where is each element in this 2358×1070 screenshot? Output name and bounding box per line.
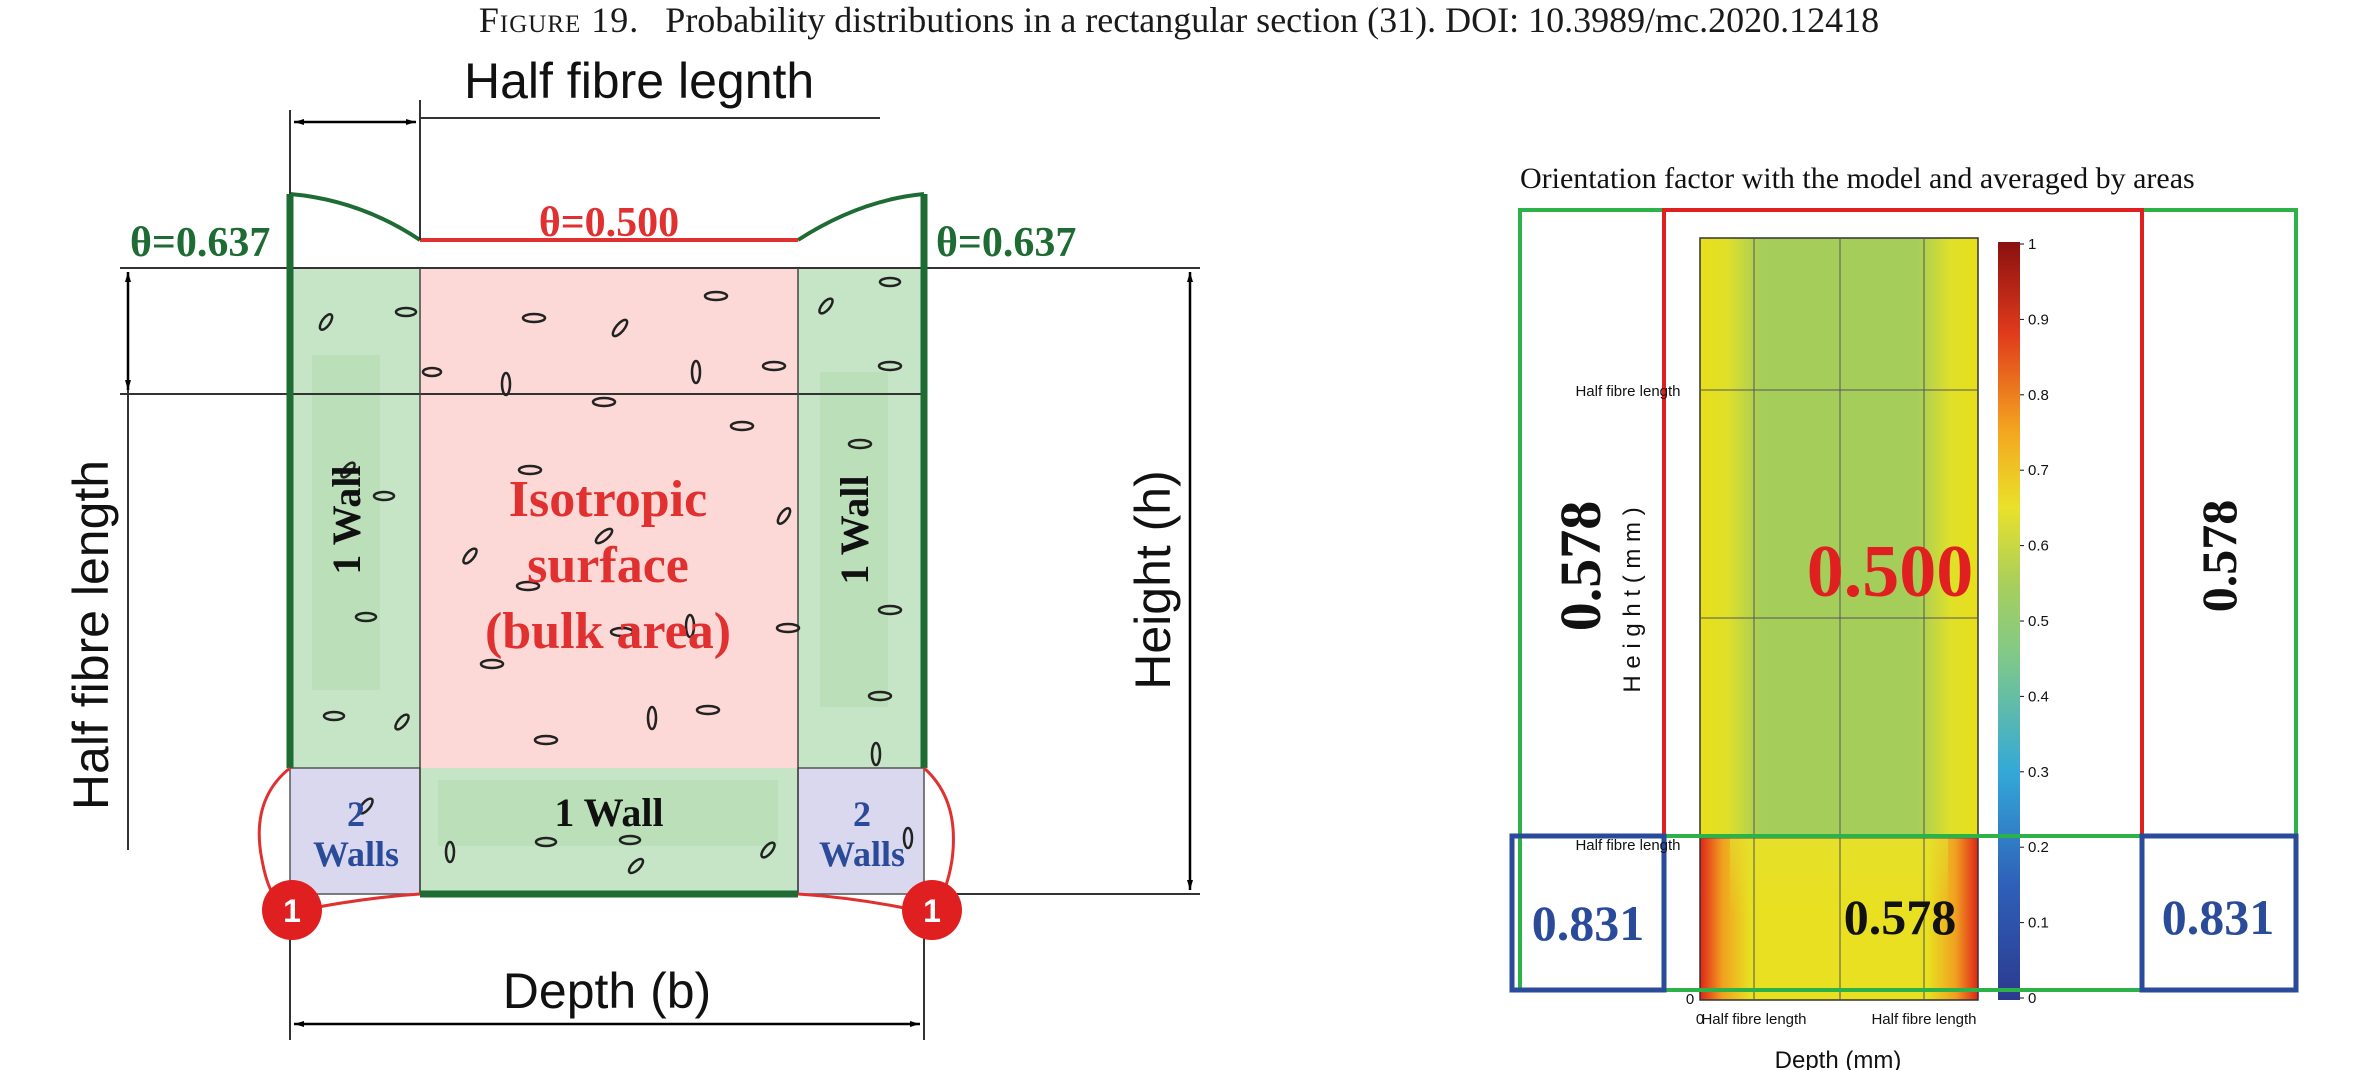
colorbar-ticks: 1 0.9 0.8 0.7 0.6 0.5 0.4 0.3 0.2 0.1 0: [2020, 236, 2049, 1007]
heatmap-body: [1700, 238, 1978, 838]
value-bottom-wall: 0.578: [1844, 889, 1957, 945]
colorbar-tick-label: 0.7: [2028, 462, 2049, 479]
colorbar-tick-label: 0.2: [2028, 839, 2049, 856]
left-corner-label-text: Walls: [313, 834, 399, 874]
colorbar-tick-label: 0.5: [2028, 613, 2049, 630]
plot-xlabel: Depth (mm): [1775, 1047, 1902, 1070]
theta-left-label: θ=0.637: [130, 220, 270, 266]
left-dimension-label: Half fibre length: [63, 460, 119, 810]
colorbar: [1998, 242, 2020, 1000]
corner-left-outline: [1509, 833, 1667, 993]
bulk-label-line1: Isotropic: [509, 471, 707, 528]
marker-left-circle: [262, 880, 322, 940]
colorbar-tick-label: 0.9: [2028, 311, 2049, 328]
bottom-wall-label: 1 Wall: [554, 790, 663, 835]
marker-left-label: 1: [283, 893, 301, 929]
figure-caption-text: Probability distributions in a rectangul…: [665, 0, 1880, 40]
depth-dimension-label: Depth (b): [503, 963, 711, 1019]
value-corner-right: 0.831: [2162, 889, 2275, 945]
marker-right-label: 1: [923, 893, 941, 929]
bulk-region: [420, 268, 798, 768]
left-corner-label-number: 2: [347, 794, 365, 834]
theta-center-label: θ=0.500: [539, 200, 679, 246]
value-bulk: 0.500: [1807, 531, 1974, 613]
xtick-half-fibre-1: Half fibre length: [1701, 1011, 1806, 1028]
corner-right-outline: [2139, 833, 2299, 993]
fibre-markers: [318, 276, 914, 875]
left-wall-label: 1 Wall: [324, 465, 369, 574]
right-corner-label-text: Walls: [819, 834, 905, 874]
colorbar-tick-label: 0: [2028, 990, 2036, 1007]
plot-title: Orientation factor with the model and av…: [1520, 162, 2195, 195]
plot-ylabel: H e i g h t ( m m ): [1619, 507, 1646, 692]
right-corner-label-number: 2: [853, 794, 871, 834]
value-corner-left: 0.831: [1532, 895, 1645, 951]
ytick-zero: 0: [1686, 991, 1694, 1008]
bulk-label-line3: (bulk area): [485, 603, 731, 660]
colorbar-tick-label: 0.4: [2028, 688, 2049, 705]
orientation-plot: Orientation factor with the model and av…: [1509, 162, 2299, 1070]
colorbar-tick-label: 0.6: [2028, 538, 2049, 555]
value-right-wall: 0.578: [2191, 500, 2247, 613]
height-dimension-label: Height (h): [1125, 470, 1181, 690]
ytick-half-fibre-2: Half fibre length: [1575, 837, 1680, 854]
colorbar-tick-label: 0.3: [2028, 764, 2049, 781]
left-corner-region: [289, 767, 421, 895]
marker-right-circle: [902, 880, 962, 940]
bulk-label-line2: surface: [527, 537, 689, 594]
figure-caption: Figure 19. Probability distributions in a…: [0, 0, 2358, 44]
colorbar-tick-label: 0.1: [2028, 915, 2049, 932]
xtick-half-fibre-2: Half fibre length: [1871, 1011, 1976, 1028]
colorbar-tick-label: 0.8: [2028, 387, 2049, 404]
right-wall-label: 1 Wall: [832, 475, 877, 584]
value-left-wall: 0.578: [1548, 501, 1613, 632]
theta-right-label: θ=0.637: [936, 220, 1076, 266]
top-dimension-label: Half fibre legnth: [464, 53, 814, 109]
section-diagram: Half fibre legnth Half fibre length Heig…: [63, 53, 1200, 1040]
figure-label: Figure 19.: [478, 0, 640, 40]
xtick-zero: 0: [1696, 1011, 1704, 1028]
ytick-half-fibre-1: Half fibre length: [1575, 383, 1680, 400]
colorbar-tick-label: 1: [2028, 236, 2036, 253]
right-corner-region: [797, 767, 925, 895]
